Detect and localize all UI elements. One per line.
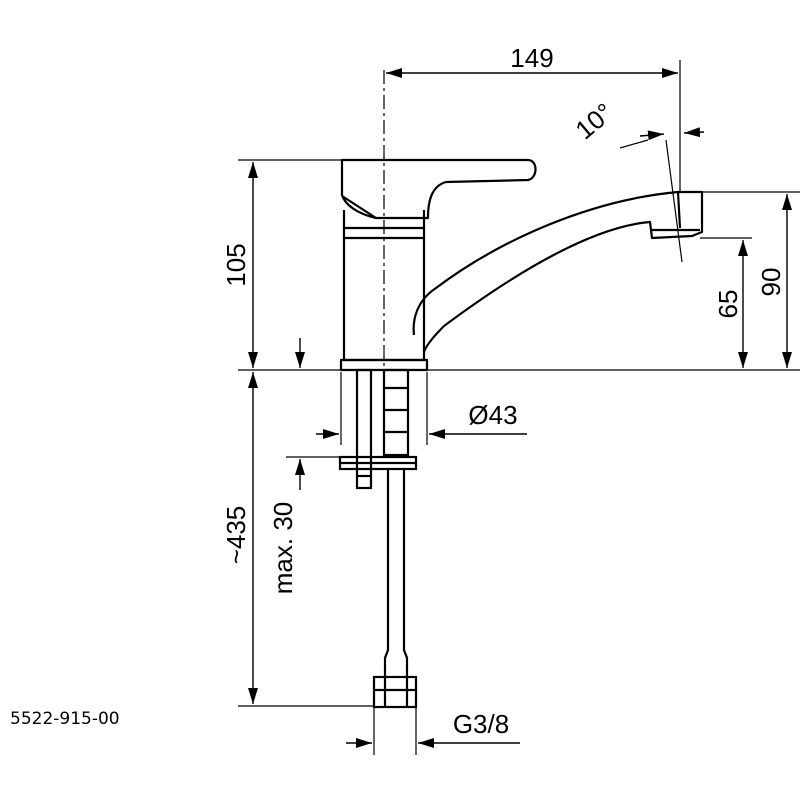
aerator-line xyxy=(676,191,682,229)
dim-label-max30: max. 30 xyxy=(268,502,298,595)
dim-label-149: 149 xyxy=(510,43,553,73)
dim-label-105: 105 xyxy=(221,243,251,286)
faucet-outline xyxy=(339,158,704,372)
article-number: 5522-915-00 xyxy=(10,709,120,729)
threaded-stud xyxy=(355,368,373,490)
dim-label-90: 90 xyxy=(756,268,786,297)
dimension-lines xyxy=(248,68,792,748)
mounting-assembly xyxy=(338,368,418,709)
dim-label-435: ~435 xyxy=(221,506,251,565)
dim-label-g38: G3/8 xyxy=(453,709,509,739)
flexible-hose-upper xyxy=(382,368,410,457)
flexible-hose xyxy=(383,469,409,677)
connection-nut xyxy=(372,675,418,709)
dim-label-diameter-43: Ø43 xyxy=(468,400,517,430)
dim-label-65: 65 xyxy=(713,290,743,319)
extension-lines xyxy=(238,60,800,755)
lever-handle xyxy=(340,158,537,220)
spout xyxy=(412,190,704,353)
dim-label-10deg: 10° xyxy=(570,97,619,145)
dim-line-10deg xyxy=(639,130,665,141)
dim-line-10deg-b xyxy=(683,127,705,138)
handle-seam xyxy=(341,195,377,219)
